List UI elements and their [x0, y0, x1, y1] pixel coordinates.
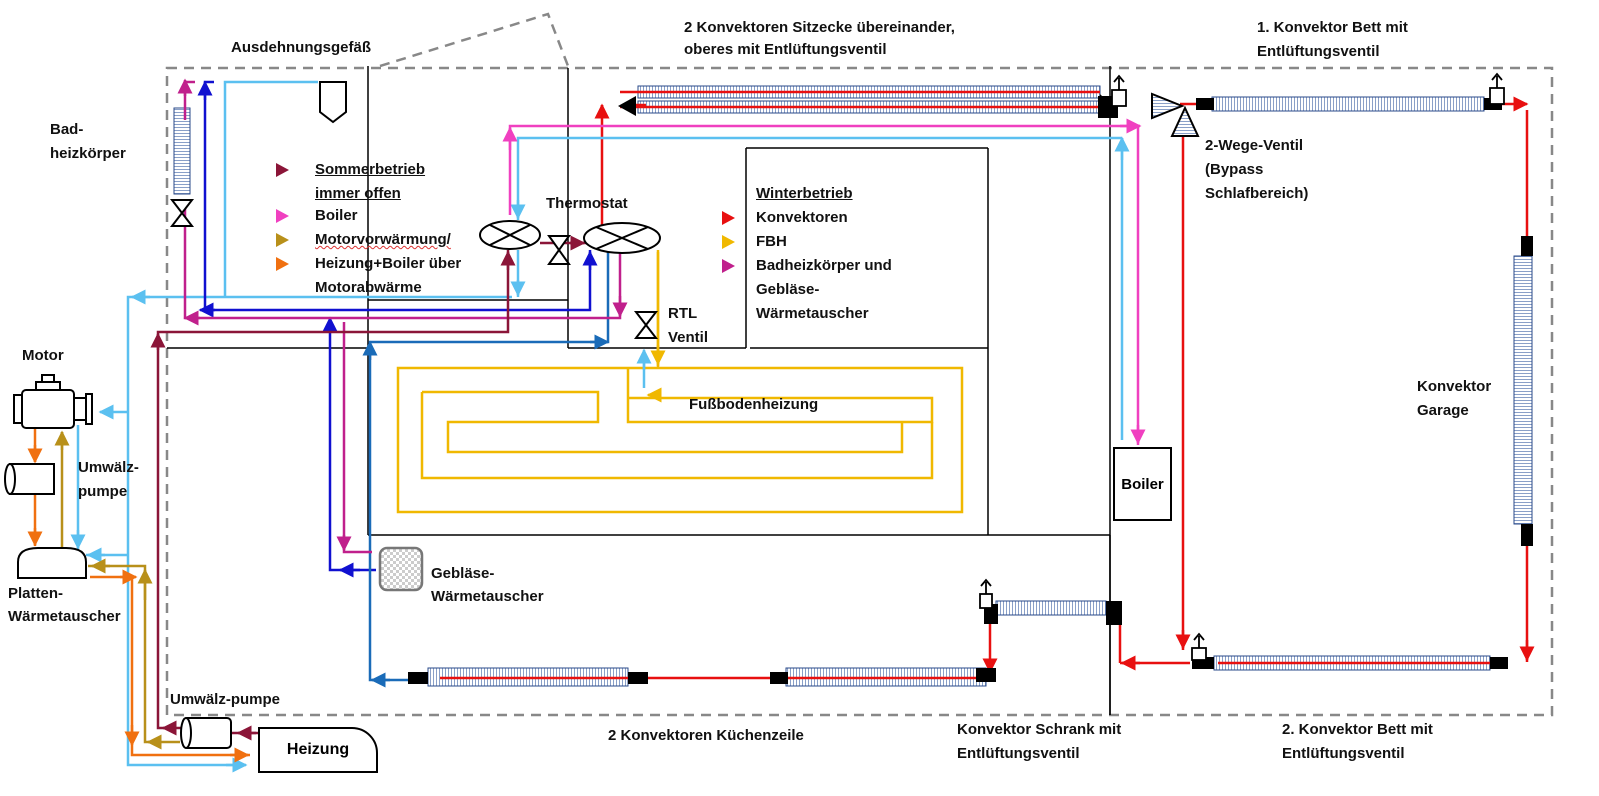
legend-motor-marker — [276, 233, 289, 247]
legend-konvektoren-marker — [722, 211, 735, 225]
radiator-schrank — [995, 600, 1107, 616]
motor-icon — [13, 374, 93, 429]
label-schrank-2: Entlüftungsventil — [957, 745, 1080, 762]
label-rtl-1: RTL — [668, 305, 698, 322]
boiler-pink-lines — [502, 118, 1146, 445]
radiator-garage — [1513, 255, 1533, 525]
steel-blue-lines — [362, 252, 610, 688]
label-platten-2: Wärmetauscher — [8, 608, 121, 625]
boiler-label: Boiler — [1121, 475, 1164, 493]
label-bett1-1: 1. Konvektor Bett mit — [1257, 19, 1408, 36]
label-kueche: 2 Konvektoren Küchenzeile — [608, 727, 804, 744]
label-thermostat: Thermostat — [546, 195, 628, 212]
label-ausdehnungsgefaess: Ausdehnungsgefäß — [231, 39, 372, 56]
label-umwaelz-2: pumpe — [78, 483, 128, 500]
label-geblaese-1: Gebläse- — [431, 565, 495, 582]
maroon-lines — [150, 235, 586, 741]
legend-heizung-2: Motorabwärme — [315, 279, 422, 296]
dark-blue-return-lines — [197, 80, 598, 578]
two-way-valve — [1151, 92, 1200, 137]
convector-supply-lines — [440, 90, 1535, 680]
valve-bad — [169, 199, 195, 227]
thermostat-valve — [583, 222, 661, 254]
label-rtl-2: Ventil — [668, 329, 709, 346]
magenta-lines — [177, 78, 628, 554]
rtl-valve — [633, 311, 659, 339]
radiator-bett-1 — [1211, 96, 1485, 112]
vehicle-boundary — [165, 12, 1554, 717]
label-bad-2: heizkörper — [50, 145, 126, 162]
label-umwaelz-pumpe: Umwälz-pumpe — [170, 691, 281, 708]
label-fussboden: Fußbodenheizung — [689, 396, 819, 413]
label-bett2-2: Entlüftungsventil — [1282, 745, 1405, 762]
fan-heat-exchanger — [378, 546, 424, 592]
plate-heat-exchanger — [17, 547, 87, 579]
label-platten-1: Platten- — [8, 585, 64, 602]
legend-fbh-marker — [722, 235, 735, 249]
interior-walls — [167, 66, 1111, 715]
legend-heizung-marker — [276, 257, 289, 271]
label-bad-1: Bad- — [50, 121, 84, 138]
circulation-pump — [180, 717, 232, 749]
radiator-sitzecke — [637, 85, 1101, 114]
boiler: Boiler — [1113, 447, 1172, 521]
label-ventil-1: 2-Wege-Ventil — [1205, 137, 1304, 154]
legend-summer-marker — [276, 163, 289, 177]
label-sitzecke-1: 2 Konvektoren Sitzecke übereinander, — [684, 19, 955, 36]
label-bett1-2: Entlüftungsventil — [1257, 43, 1380, 60]
legend-heizung-1: Heizung+Boiler über — [315, 255, 462, 272]
label-geblaese-2: Wärmetauscher — [431, 588, 544, 605]
heater: Heizung — [258, 727, 378, 773]
legend-bad-marker — [722, 259, 735, 273]
gold-lines — [54, 430, 180, 750]
legend-bad-2: Gebläse- — [756, 281, 820, 298]
orange-lines — [27, 428, 250, 763]
label-umwaelz-1: Umwälz- — [78, 459, 139, 476]
legend-winter-title: Winterbetrieb — [756, 185, 853, 202]
legend-bad-3: Wärmetauscher — [756, 305, 869, 322]
label-sitzecke-2: oberes mit Entlüftungsventil — [684, 41, 887, 58]
legend-motor: Motorvorwärmung/ — [315, 231, 451, 248]
sitzecke-fittings — [618, 94, 1112, 116]
legend-summer-title-1: Sommerbetrieb — [315, 161, 426, 178]
label-bett2-1: 2. Konvektor Bett mit — [1282, 721, 1433, 738]
label-ventil-3: Schlafbereich) — [1205, 185, 1309, 202]
legend-fbh: FBH — [756, 233, 787, 250]
legend-bad-1: Badheizkörper und — [756, 257, 892, 274]
label-schrank-1: Konvektor Schrank mit — [957, 721, 1122, 738]
label-garage-1: Konvektor — [1417, 378, 1492, 395]
legend-boiler-marker — [276, 209, 289, 223]
bleed-valves — [979, 72, 1505, 661]
mixer-valve-left — [479, 220, 541, 250]
radiator-connectors — [408, 96, 1533, 684]
filter-cylinder — [4, 463, 55, 495]
label-ventil-2: (Bypass — [1205, 161, 1264, 178]
label-garage-2: Garage — [1417, 402, 1469, 419]
light-blue-return-lines — [70, 80, 1130, 773]
valve-mid — [547, 235, 571, 265]
legend-konvektoren: Konvektoren — [756, 209, 848, 226]
floor-heating-coil — [396, 250, 964, 514]
legend-summer-title-2: immer offen — [315, 185, 401, 202]
label-motor: Motor — [22, 347, 64, 364]
heizung-label: Heizung — [286, 741, 350, 758]
bad-heizkoerper-radiator — [173, 107, 191, 195]
legend-boiler: Boiler — [315, 207, 358, 224]
expansion-tank — [319, 81, 347, 124]
